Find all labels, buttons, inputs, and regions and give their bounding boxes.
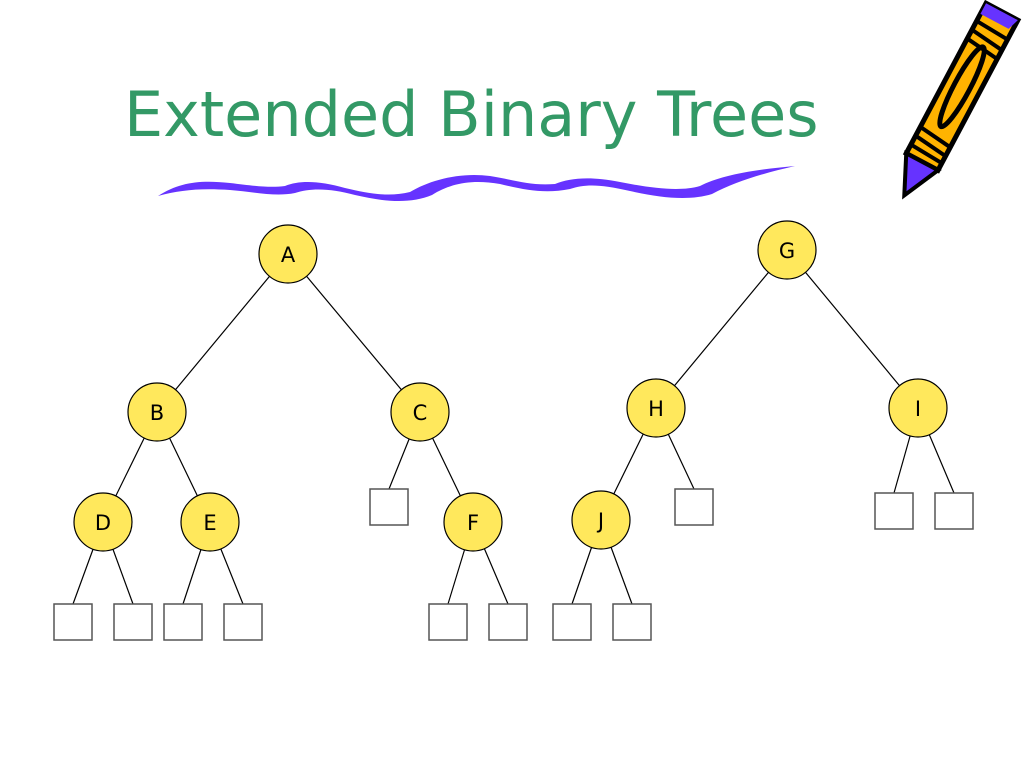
tree-node-e: E [180,492,240,552]
node-label: I [915,397,921,421]
node-circle [626,378,686,438]
node-label: B [150,401,164,425]
node-circle [73,492,133,552]
node-circle [757,220,817,280]
node-circle [571,490,631,550]
tree-edge [287,253,421,413]
pencil-icon [902,0,1022,200]
tree-node-j: J [571,490,631,550]
tree-node-d: D [73,492,133,552]
node-label: F [467,511,479,535]
external-node-square [53,603,93,641]
external-node-square [552,603,592,641]
slide-title: Extended Binary Trees [124,78,819,151]
node-label: G [779,239,795,263]
node-circle [258,224,318,284]
tree-node-g: G [757,220,817,280]
node-circle [180,492,240,552]
node-label: C [413,401,428,425]
external-node-square [428,603,468,641]
external-node-square [113,603,153,641]
tree-node-h: H [626,378,686,438]
external-node-square [223,603,263,641]
tree-node-b: B [127,382,187,442]
squiggle-underline [158,166,795,202]
external-node-square [874,492,914,530]
external-node-square [934,492,974,530]
node-label: D [95,511,111,535]
node-label: H [648,397,664,421]
tree-node-f: F [443,492,503,552]
tree-edge [786,249,919,409]
external-node-square [612,603,652,641]
tree-edge [156,253,289,413]
node-circle [888,378,948,438]
external-node-square [163,603,203,641]
node-label: A [281,243,296,267]
external-node-square [674,488,714,526]
tree-node-i: I [888,378,948,438]
tree-node-c: C [390,382,450,442]
node-label: E [203,511,216,535]
external-node-square [369,488,409,526]
tree-edge [655,249,788,409]
node-label: J [596,509,604,533]
node-circle [390,382,450,442]
node-circle [127,382,187,442]
tree-node-a: A [258,224,318,284]
external-node-square [488,603,528,641]
node-circle [443,492,503,552]
